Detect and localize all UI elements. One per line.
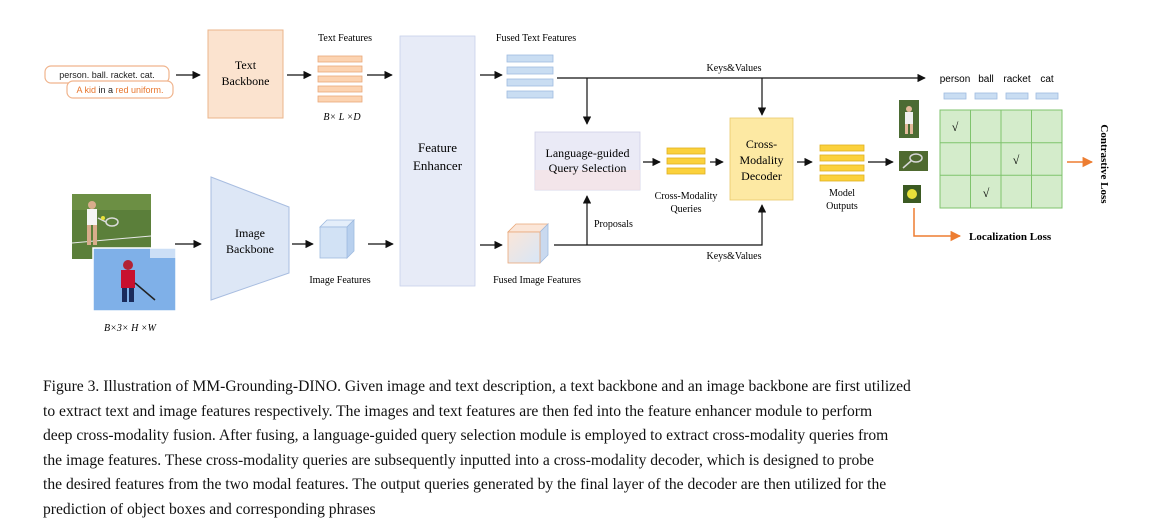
class-labels: person ball racket cat — [940, 74, 1054, 85]
grid-check-person: √ — [952, 120, 959, 134]
text-backbone-label-1: Text — [235, 58, 257, 72]
decoder-label-3: Decoder — [741, 169, 782, 183]
decoder-label-1: Cross- — [746, 137, 777, 151]
model-outputs-stack — [819, 144, 865, 182]
fused-text-features-label: Fused Text Features — [496, 33, 576, 44]
feature-enhancer: Feature Enhancer — [399, 35, 476, 287]
crop-person-thumbnail — [899, 100, 919, 138]
fused-image-features-cube — [507, 223, 549, 264]
image-features-cube — [319, 219, 355, 259]
fused-text-features-stack — [506, 54, 554, 99]
keys-values-top-label: Keys&Values — [707, 63, 762, 74]
class-token-features — [943, 92, 1059, 100]
text-backbone: Text Backbone — [207, 29, 284, 119]
class-label-racket: racket — [1003, 74, 1030, 85]
fused-image-features-label: Fused Image Features — [493, 275, 581, 286]
cross-modality-queries-label-1: Cross-Modality — [655, 191, 718, 202]
text-features-stack — [317, 55, 363, 103]
cross-modality-queries-stack — [666, 147, 706, 175]
class-label-ball: ball — [978, 74, 994, 85]
prompt-sentence: A kid in a red uniform. — [76, 85, 163, 95]
proposals-label: Proposals — [594, 219, 633, 230]
caption-line-5: the desired features from the two modal … — [43, 476, 887, 494]
contrastive-loss-label: Contrastive Loss — [1098, 124, 1110, 204]
keys-values-bottom-label: Keys&Values — [707, 251, 762, 262]
detected-crops — [899, 100, 928, 203]
figure-caption: Figure 3. Illustration of MM-Grounding-D… — [43, 375, 1123, 523]
caption-line-1: Figure 3. Illustration of MM-Grounding-D… — [43, 378, 911, 395]
input-image-hockey — [92, 247, 177, 312]
image-backbone-label-1: Image — [235, 226, 265, 240]
class-label-person: person — [940, 74, 971, 85]
feature-enhancer-label-1: Feature — [418, 140, 457, 155]
model-outputs-label-2: Outputs — [826, 201, 858, 212]
language-guided-query-selection: Language-guided Query Selection — [534, 131, 641, 191]
query-selection-label-2: Query Selection — [549, 161, 627, 175]
query-selection-label-1: Language-guided — [546, 146, 630, 160]
caption-line-4: the image features. These cross-modality… — [43, 451, 874, 469]
crop-racket-thumbnail — [899, 151, 928, 171]
caption-line-3: deep cross-modality fusion. After fusing… — [43, 427, 889, 445]
model-outputs-label-1: Model — [829, 188, 855, 199]
caption-line-2: to extract text and image features respe… — [43, 402, 873, 420]
localization-loss-label: Localization Loss — [969, 231, 1052, 243]
arrow-localization-loss — [913, 208, 962, 242]
text-features-label: Text Features — [318, 33, 372, 44]
arrow-image-to-decoder — [554, 204, 767, 246]
image-features-label: Image Features — [309, 275, 370, 286]
feature-enhancer-label-2: Enhancer — [413, 158, 463, 173]
class-label-cat: cat — [1040, 74, 1054, 85]
prompt-classes: person. ball. racket. cat. — [59, 70, 155, 80]
cross-modality-decoder: Cross- Modality Decoder — [729, 117, 794, 201]
text-dims-label: B× L ×D — [323, 112, 361, 123]
image-dims-label: B×3× H ×W — [104, 323, 158, 334]
text-prompt: person. ball. racket. cat. A kid in a re… — [44, 65, 174, 99]
image-backbone: Image Backbone — [210, 176, 290, 301]
architecture-diagram: person. ball. racket. cat. A kid in a re… — [44, 29, 1110, 334]
grid-check-ball: √ — [983, 186, 990, 200]
decoder-label-2: Modality — [740, 153, 784, 167]
image-backbone-label-2: Backbone — [226, 242, 274, 256]
cross-modality-queries-label-2: Queries — [670, 204, 701, 215]
caption-line-6: prediction of object boxes and correspon… — [43, 500, 376, 518]
grid-check-racket: √ — [1013, 153, 1020, 167]
text-backbone-label-2: Backbone — [222, 74, 270, 88]
crop-ball-thumbnail — [903, 185, 921, 203]
similarity-grid: √ √ √ — [939, 109, 1063, 209]
